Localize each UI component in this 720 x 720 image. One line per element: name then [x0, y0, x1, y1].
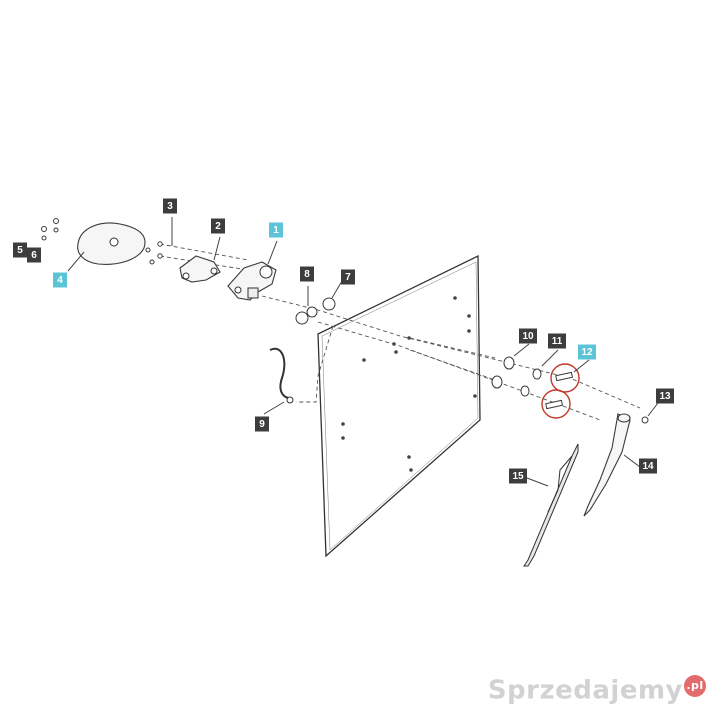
callout-number: 3	[167, 201, 173, 212]
wiper-arm	[583, 413, 631, 517]
callout-1: 1	[269, 222, 283, 238]
callout-number: 14	[642, 461, 654, 472]
callout-number: 4	[57, 275, 63, 286]
callout-2: 2	[211, 218, 225, 234]
screws-3	[145, 241, 163, 265]
callout-box	[509, 468, 527, 484]
callout-box	[341, 269, 355, 285]
wiper-blade	[523, 443, 579, 567]
callout-number: 1	[273, 225, 279, 236]
callout-number: 12	[581, 347, 593, 358]
wiper-motor	[227, 261, 277, 301]
nut-13	[641, 416, 649, 424]
callout-box	[578, 344, 596, 360]
callout-10: 10	[519, 328, 537, 344]
callout-box	[255, 416, 269, 432]
callout-8: 8	[300, 266, 314, 282]
callout-number: 8	[304, 269, 310, 280]
callout-number: 5	[17, 245, 23, 256]
callout-box	[548, 333, 566, 349]
callout-6: 6	[27, 247, 41, 263]
callout-11: 11	[548, 333, 566, 349]
callout-7: 7	[341, 269, 355, 285]
callout-12: 12	[578, 344, 596, 360]
washer-hose	[269, 347, 294, 404]
callout-box	[519, 328, 537, 344]
small-bolts-5-6	[41, 218, 59, 241]
callout-9: 9	[255, 416, 269, 432]
callout-box	[163, 198, 177, 214]
callout-13: 13	[656, 388, 674, 404]
callout-number: 11	[552, 336, 563, 347]
windshield-panel	[317, 254, 481, 558]
motor-cover	[77, 222, 146, 265]
callout-14: 14	[639, 458, 657, 474]
watermark-text: Sprzedajemy	[487, 676, 683, 706]
bolts-12	[545, 371, 574, 410]
callout-box	[13, 242, 27, 258]
callout-number: 6	[31, 250, 37, 261]
callout-box	[639, 458, 657, 474]
callout-number: 7	[345, 272, 351, 283]
callout-box	[656, 388, 674, 404]
callout-number: 15	[512, 471, 524, 482]
callout-box	[53, 272, 67, 288]
callout-number: 2	[215, 221, 221, 232]
highlight-circles	[541, 363, 580, 419]
callout-box	[211, 218, 225, 234]
callout-number: 10	[522, 331, 534, 342]
callout-4: 4	[53, 272, 67, 288]
callout-box	[269, 222, 283, 238]
callout-number: 9	[259, 419, 265, 430]
callout-box	[27, 247, 41, 263]
callout-3: 3	[163, 198, 177, 214]
callout-15: 15	[509, 468, 527, 484]
callout-number: 13	[659, 391, 671, 402]
leader-lines	[67, 217, 659, 487]
watermark-tld: .pl	[684, 675, 706, 698]
callout-box	[300, 266, 314, 282]
washers-7-8	[295, 297, 336, 325]
callout-5: 5	[13, 242, 27, 258]
watermark-logo: Sprzedajemy.pl	[488, 675, 706, 706]
washers-10-11	[491, 356, 542, 397]
mounting-bracket	[179, 255, 221, 283]
